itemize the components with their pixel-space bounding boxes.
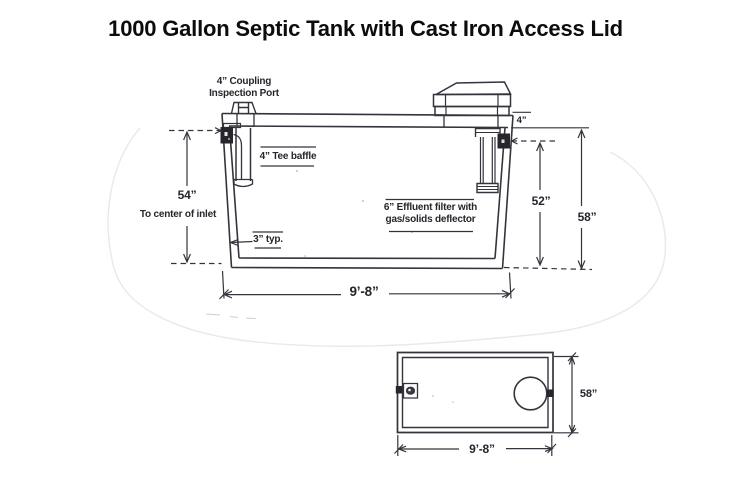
coupling-inspection-port-label: 4” Coupling Inspection Port xyxy=(209,76,279,101)
inlet-height-caption: To center of inlet xyxy=(139,208,217,220)
effluent-label-line1: 6” Effluent filter with xyxy=(383,201,478,213)
plan-dimension-length xyxy=(394,435,557,456)
effluent-filter xyxy=(474,127,501,194)
plan-view xyxy=(394,351,579,456)
label-leader-lines xyxy=(228,146,474,249)
coupling-label-line1: 4” Coupling xyxy=(216,75,272,87)
outlet-offset-dimension-label: 4” xyxy=(516,114,527,126)
inlet-height-dimension-label: 54” xyxy=(177,188,197,202)
dimension-outlet-height xyxy=(503,137,593,271)
outlet-height-dimension-label: 52” xyxy=(531,194,551,208)
dimension-overall-length xyxy=(219,270,515,300)
outlet-coupling xyxy=(497,133,510,149)
wall-thickness-label: 3” typ. xyxy=(253,234,283,245)
inspection-port xyxy=(230,101,257,114)
inlet-coupling xyxy=(220,122,242,144)
effluent-filter-label: 6” Effluent filter with gas/solids defle… xyxy=(384,202,477,227)
plan-dimension-width xyxy=(554,352,579,438)
overall-height-dimension-label: 58” xyxy=(577,210,597,224)
page-title: 1000 Gallon Septic Tank with Cast Iron A… xyxy=(108,16,623,41)
effluent-label-line2: gas/solids deflector xyxy=(385,214,476,225)
tee-baffle-label: 4” Tee baffle xyxy=(259,151,317,162)
dimension-inlet-height xyxy=(169,127,223,265)
overall-length-dimension-label: 9’-8” xyxy=(349,284,379,299)
plan-width-dimension-label: 58” xyxy=(579,388,598,400)
tee-baffle xyxy=(233,127,254,188)
dimension-overall-height xyxy=(511,111,589,271)
cast-iron-access-lid xyxy=(432,81,512,117)
plan-length-dimension-label: 9’-8” xyxy=(469,441,495,456)
coupling-label-line2: Inspection Port xyxy=(209,88,279,99)
